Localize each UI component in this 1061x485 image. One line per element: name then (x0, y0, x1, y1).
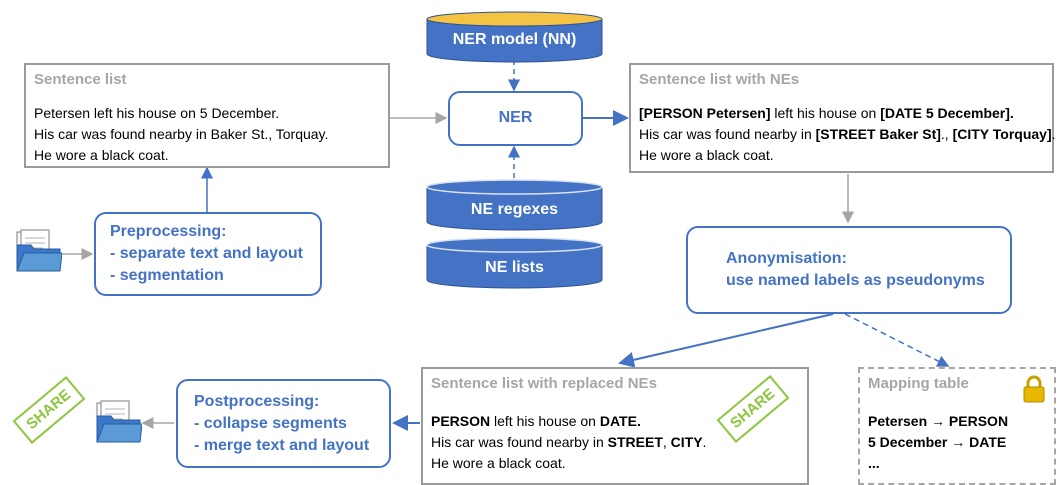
replaced-list-title: Sentence list with replaced NEs (431, 375, 657, 392)
anonymisation-title: Anonymisation: (726, 250, 847, 267)
sentence-list-nes-title: Sentence list with NEs (639, 71, 800, 88)
sentence-line: He wore a black coat. (34, 147, 169, 163)
connectors (62, 60, 950, 431)
sentence-line: He wore a black coat. (431, 455, 566, 471)
sentence-line: His car was found nearby in STREET, CITY… (431, 432, 706, 453)
plain-text: . (1051, 126, 1056, 142)
postprocessing-step: - merge text and layout (194, 437, 370, 454)
sentence-line: His car was found nearby in [STREET Bake… (639, 124, 1056, 145)
plain-text: ., (940, 126, 953, 142)
ne-label: CITY (670, 434, 703, 450)
ne-lists-label: NE lists (485, 259, 544, 276)
sentence-line: [PERSON Petersen] left his house on [DAT… (639, 103, 1056, 124)
sentence-line: His car was found nearby in Baker St., T… (34, 126, 329, 142)
plain-text: . (702, 434, 707, 450)
ne-tag: [STREET Baker St] (815, 126, 941, 142)
ner-label: NER (498, 109, 533, 126)
mapping-table-title: Mapping table (868, 375, 969, 392)
ne-label: DATE. (599, 413, 641, 429)
sentence-list-box: Sentence list Petersen left his house on… (24, 63, 390, 168)
ner-model-db: NER model (NN) (426, 11, 603, 63)
plain-text: left his house on (770, 105, 881, 121)
database-icon (426, 11, 603, 63)
database-icon (426, 179, 603, 231)
postprocessing-title: Postprocessing: (194, 393, 320, 410)
preprocessing-box: Preprocessing: - separate text and layou… (94, 212, 322, 296)
plain-text: left his house on (490, 413, 600, 429)
sentence-line: PERSON left his house on DATE. (431, 411, 706, 432)
sentence-line: He wore a black coat. (639, 147, 774, 163)
anonymisation-subtitle: use named labels as pseudonyms (726, 272, 985, 289)
folder-icon (16, 229, 63, 273)
ne-regexes-label: NE regexes (470, 201, 559, 218)
sentence-list-nes-box: Sentence list with NEs [PERSON Petersen]… (629, 63, 1056, 173)
preprocessing-step: - separate text and layout (110, 245, 303, 262)
preprocessing-title: Preprocessing: (110, 223, 227, 240)
mapping-row: ... (868, 455, 880, 471)
ne-regexes-db: NE regexes (426, 179, 603, 231)
ne-tag: [CITY Torquay] (952, 126, 1052, 142)
arrow-anon-to-mapping (844, 313, 950, 367)
ne-label: PERSON (431, 413, 491, 429)
plain-text: His car was found nearby in (639, 126, 816, 142)
plain-text: , (662, 434, 671, 450)
ne-tag: [DATE 5 December]. (880, 105, 1014, 121)
postprocessing-step: - collapse segments (194, 415, 347, 432)
plain-text: His car was found nearby in (431, 434, 608, 450)
mapping-table-box: Mapping table Petersen → PERSON 5 Decemb… (858, 367, 1056, 485)
lock-icon (1023, 375, 1045, 403)
sentence-line: Petersen left his house on 5 December. (34, 105, 280, 121)
ne-label: STREET (607, 434, 663, 450)
ner-box: NER (448, 91, 583, 146)
database-icon (426, 237, 603, 289)
ner-model-label: NER model (NN) (452, 31, 577, 48)
sentence-list-title: Sentence list (34, 71, 127, 88)
preprocessing-step: - segmentation (110, 267, 224, 284)
arrow-anon-to-replaced (618, 313, 834, 368)
mapping-row: Petersen → PERSON (868, 413, 1009, 429)
anonymisation-box: Anonymisation: use named labels as pseud… (686, 226, 1012, 314)
ne-lists-db: NE lists (426, 237, 603, 289)
ne-tag: [PERSON Petersen] (639, 105, 771, 121)
folder-icon (96, 400, 143, 444)
mapping-row: 5 December → DATE (868, 434, 1007, 450)
postprocessing-box: Postprocessing: - collapse segments - me… (176, 379, 391, 468)
